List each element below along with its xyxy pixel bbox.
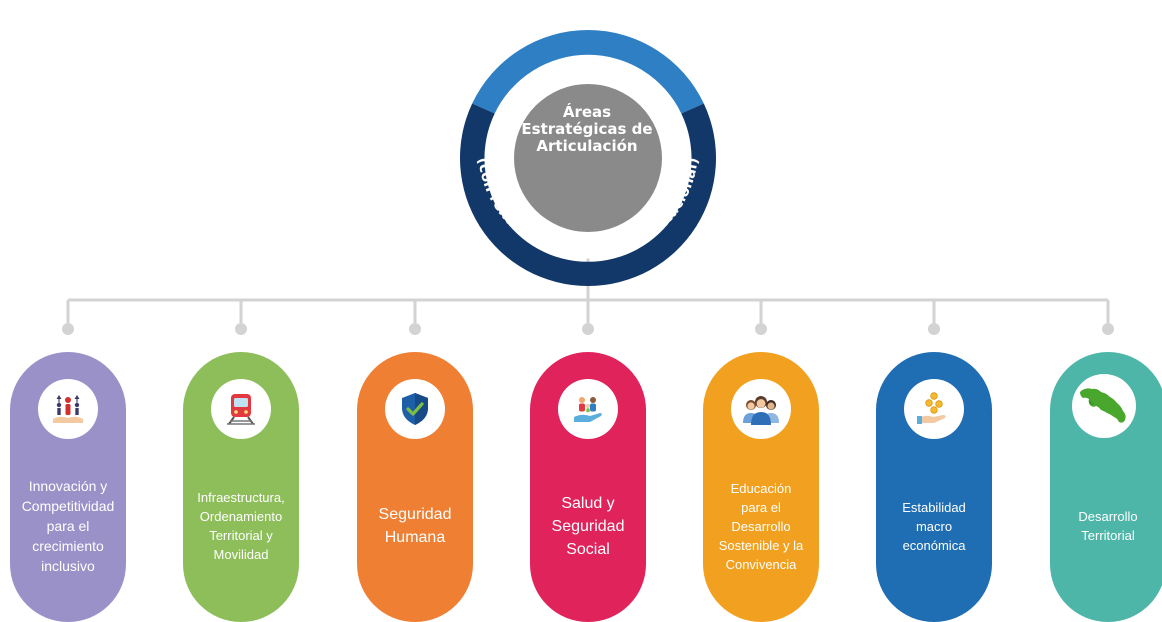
area-label: Estabilidad macro económica	[880, 462, 988, 590]
area-label-line: Innovación y	[28, 478, 108, 494]
connector-node	[62, 323, 74, 335]
coins-hand-icon	[904, 379, 964, 439]
connector-node	[235, 323, 247, 335]
connector-node	[582, 323, 594, 335]
connector-node	[409, 323, 421, 335]
area-label-line: económica	[902, 537, 966, 553]
area-label: Infraestructura, Ordenamiento Territoria…	[187, 462, 295, 590]
area-label-line: Territorial	[1081, 528, 1135, 543]
area-card-innovacion: Innovación y Competitividad para el crec…	[10, 352, 126, 622]
area-label-line: Seguridad	[551, 517, 625, 535]
area-label-line: macro	[915, 518, 953, 534]
area-card-estabilidad: Estabilidad macro económica	[876, 352, 992, 622]
area-label-line: Ordenamiento	[199, 509, 283, 524]
area-label-line: Sostenible y la	[718, 537, 804, 553]
area-card-salud: Salud y Seguridad Social	[530, 352, 646, 622]
connector-node	[1102, 323, 1114, 335]
area-label: Desarrollo Territorial	[1054, 462, 1162, 590]
area-label-line: Educación	[730, 480, 792, 496]
center-title: Áreas Estratégicas de Articulación	[514, 104, 660, 155]
costa-rica-map-icon	[1072, 374, 1136, 438]
area-label: Educación para el Desarrollo Sostenible …	[707, 462, 815, 590]
area-label-line: Infraestructura,	[197, 490, 285, 505]
area-label-line: Competitividad	[21, 498, 115, 514]
area-label: Innovación y Competitividad para el crec…	[14, 462, 122, 590]
area-card-infraestructura: Infraestructura, Ordenamiento Territoria…	[183, 352, 299, 622]
center-title-line: Áreas	[562, 103, 612, 121]
area-card-educacion: Educación para el Desarrollo Sostenible …	[703, 352, 819, 622]
area-label-line: Estabilidad	[902, 499, 966, 515]
area-label-line: Desarrollo	[1078, 509, 1138, 524]
area-label: Seguridad Humana	[361, 462, 469, 590]
family-hand-icon	[558, 379, 618, 439]
ring-upper-arc	[472, 30, 704, 114]
growth-people-icon	[38, 379, 98, 439]
center-title-line: Estratégicas de	[521, 120, 653, 138]
area-label: Salud y Seguridad Social	[534, 462, 642, 590]
ring-lower-arc	[459, 103, 717, 287]
area-label-line: para el	[46, 518, 90, 534]
connector-node	[755, 323, 767, 335]
center-core-circle	[514, 84, 662, 232]
area-label-line: Desarrollo	[731, 518, 791, 534]
area-label-line: Movilidad	[213, 547, 269, 562]
area-label-line: Social	[566, 540, 610, 558]
shield-check-icon	[385, 379, 445, 439]
center-title-line: Articulación	[536, 137, 638, 155]
area-label-line: Seguridad	[378, 506, 452, 523]
connector-tree	[62, 258, 1114, 335]
hub-diagram: (con rendición de cuentas institucional)	[62, 30, 1114, 335]
area-card-seguridad-humana: Seguridad Humana	[357, 352, 473, 622]
area-label-line: Humana	[384, 529, 446, 546]
area-label-line: Salud y	[561, 494, 615, 512]
area-label-line: crecimiento	[32, 538, 104, 554]
train-icon	[211, 379, 271, 439]
connector-node	[928, 323, 940, 335]
area-label-line: Convivencia	[725, 556, 797, 572]
area-label-line: Territorial y	[209, 528, 273, 543]
connector-drops	[62, 300, 1114, 335]
area-card-desarrollo-territorial: Desarrollo Territorial	[1050, 352, 1162, 622]
area-label-line: para el	[741, 499, 781, 515]
students-icon	[731, 379, 791, 439]
area-label-line: inclusivo	[41, 558, 95, 574]
